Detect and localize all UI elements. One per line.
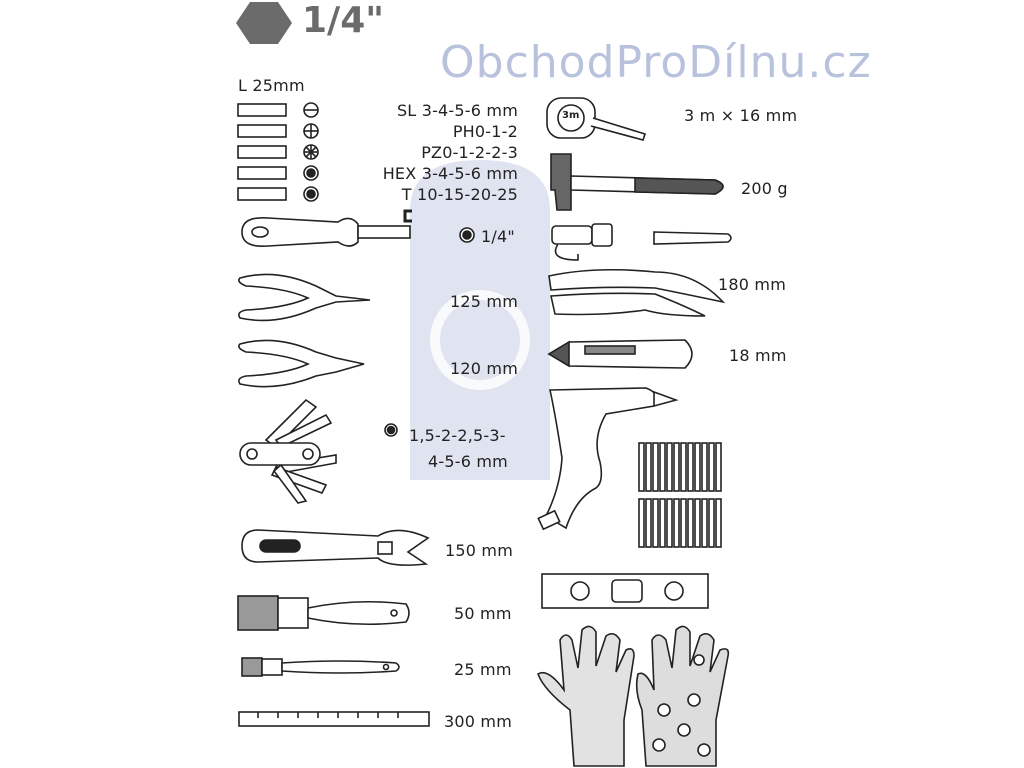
bit-holder-screwdriver-icon <box>241 216 411 248</box>
tape-badge: 3m <box>562 110 580 121</box>
pruning-shears-icon <box>548 268 726 317</box>
glue-gun-icon <box>537 387 679 531</box>
hex-keys-label-1: 1,5-2-2,5-3- <box>409 426 506 445</box>
long-nose-pliers-icon <box>238 273 371 322</box>
hammer-icon <box>550 153 724 211</box>
hex-key-set-icon <box>239 398 337 504</box>
hammer-label: 200 g <box>741 179 788 198</box>
hex-socket-icon <box>459 227 475 243</box>
tape-measure-icon <box>546 97 647 141</box>
glue-sticks-icon <box>638 442 722 548</box>
utility-knife-icon <box>547 339 693 369</box>
adjustable-wrench-icon <box>241 529 430 566</box>
paint-brush-small-icon <box>241 657 400 677</box>
bit-hex-label: HEX 3-4-5-6 mm <box>382 164 518 183</box>
brush-large-label: 50 mm <box>454 604 512 623</box>
bit-pz-label: PZ0-1-2-2-3 <box>421 143 518 162</box>
bit-length-label: L 25mm <box>238 76 305 95</box>
bits-icon <box>237 102 319 202</box>
wrench-label: 150 mm <box>445 541 513 560</box>
ruler-icon <box>238 711 430 727</box>
bit-ph-label: PH0-1-2 <box>452 122 518 141</box>
paint-brush-large-icon <box>237 595 410 631</box>
pliers-comb-label: 120 mm <box>450 359 518 378</box>
tape-label: 3 m × 16 mm <box>684 106 798 125</box>
knife-label: 18 mm <box>729 346 787 365</box>
ruler-label: 300 mm <box>444 712 512 731</box>
bit-sl-label: SL 3-4-5-6 mm <box>396 101 518 120</box>
magnet-icon <box>403 209 412 223</box>
shears-label: 180 mm <box>718 275 786 294</box>
hexagon-icon <box>236 2 292 44</box>
flashlight-icon <box>551 223 732 261</box>
watermark-logo <box>410 160 550 480</box>
page-title: 1/4" <box>302 0 385 41</box>
hex-socket-icon-2 <box>384 423 398 437</box>
pliers-long-label: 125 mm <box>450 292 518 311</box>
holder-size-label: 1/4" <box>481 227 515 246</box>
work-gloves-icon <box>537 625 730 767</box>
spirit-level-icon <box>541 573 709 609</box>
bit-torx-label: T 10-15-20-25 <box>401 185 518 204</box>
brush-small-label: 25 mm <box>454 660 512 679</box>
combination-pliers-icon <box>238 339 365 388</box>
watermark-text: ObchodProDílnu.cz <box>440 37 872 88</box>
hex-keys-label-2: 4-5-6 mm <box>428 452 508 471</box>
